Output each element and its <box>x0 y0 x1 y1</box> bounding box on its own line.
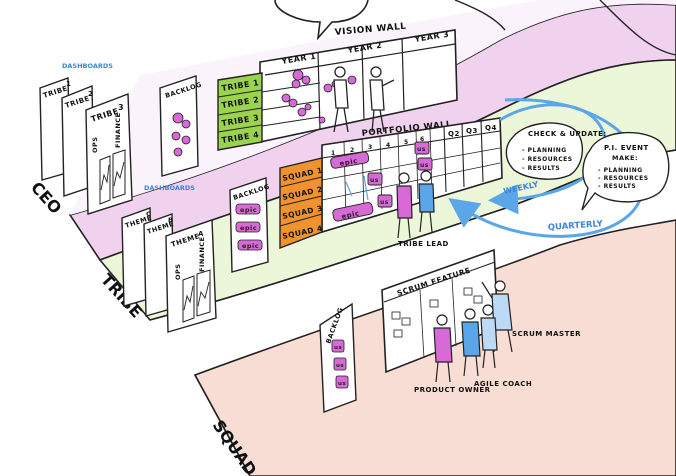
scrum-feature-board: SCRUM FEATURE <box>381 248 499 374</box>
agile-coach-label: AGILE COACH <box>474 380 532 388</box>
ceo-board-number-1: 1 <box>66 80 71 88</box>
svg-text:us: us <box>380 199 389 206</box>
portfolio-card-us-2: us <box>367 172 383 186</box>
svg-text:us: us <box>336 363 344 369</box>
scrum-master-label: SCRUM MASTER <box>512 330 581 338</box>
portfolio-card-epic-2: epic <box>332 201 374 222</box>
portfolio-card-epic-1: epic <box>330 151 370 169</box>
svg-text:epic: epic <box>240 206 257 214</box>
person-product-owner <box>433 314 453 383</box>
squad-backlog-card-3: us <box>335 375 349 389</box>
svg-text:us: us <box>338 381 346 387</box>
tribe-lead-label: TRIBE LEAD <box>398 240 449 248</box>
portfolio-card-us-1: us <box>414 141 430 155</box>
squad-backlog-card-1: us <box>331 339 345 353</box>
tribe-board-letter-a: A <box>198 230 204 238</box>
quarterly-cycle: P.I. EVENT MAKE: - PLANNING - RESOURCES … <box>448 98 670 238</box>
portfolio-col-q4: Q4 <box>485 124 497 132</box>
svg-text:us: us <box>334 345 342 351</box>
svg-text:epic: epic <box>339 157 358 168</box>
vision-sticky-notes <box>281 69 357 124</box>
person-ceo-pair <box>333 66 395 133</box>
portfolio-col-q2: Q2 <box>448 130 460 138</box>
portfolio-col-4: 4 <box>386 142 391 149</box>
tribe-backlog-card-3: epic <box>237 239 263 251</box>
weekly-item-planning: - PLANNING <box>522 147 567 154</box>
svg-text:us: us <box>420 162 429 169</box>
portfolio-squad-rows: SQUAD 1 SQUAD 2 SQUAD 3 SQUAD 4 <box>279 157 324 250</box>
tribe-backlog-card-2: epic <box>235 221 261 233</box>
product-owner-label: PRODUCT OWNER <box>414 386 491 394</box>
portfolio-col-5: 5 <box>404 139 409 146</box>
person-tribe-lead <box>396 170 435 239</box>
portfolio-col-6: 6 <box>420 136 425 143</box>
tribe-board-letter-c: C <box>146 210 151 218</box>
svg-text:epic: epic <box>242 242 259 250</box>
weekly-cycle: CHECK & UPDATE: - PLANNING - RESOURCES -… <box>488 103 607 215</box>
tribe-board-letter-b: B <box>168 216 173 224</box>
svg-text:epic: epic <box>341 209 361 221</box>
portfolio-col-q3: Q3 <box>466 127 478 135</box>
portfolio-cards: epic us us us epic us <box>330 141 433 222</box>
portfolio-col-2: 2 <box>350 147 355 154</box>
pi-item-resources: - RESOURCES <box>598 175 649 182</box>
quarterly-label: QUARTERLY <box>548 219 604 233</box>
tribe-backlog-board: BACKLOG epic epic epic <box>229 177 271 273</box>
portfolio-card-us-4: us <box>377 194 393 208</box>
tribe-chart-label-finance: FINANCE <box>198 237 206 272</box>
weekly-bubble-title: CHECK & UPDATE: <box>528 130 607 138</box>
svg-text:us: us <box>417 146 426 153</box>
pi-event-subtitle: MAKE: <box>612 154 638 162</box>
ceo-board-number-3: 3 <box>118 103 124 112</box>
ceo-dashboard-boards: TRIBE 1 TRIBE 2 TRIBE 3 OPS FINANCE <box>39 77 133 215</box>
pi-item-planning: - PLANNING <box>598 167 643 174</box>
vision-tribe-rows: TRIBE 1 TRIBE 2 TRIBE 3 TRIBE 4 <box>217 72 263 151</box>
squad-backlog-board: BACKLOG us us us <box>319 302 357 413</box>
ceo-chart-label-ops: OPS <box>91 137 99 153</box>
svg-text:epic: epic <box>240 224 257 232</box>
svg-text:us: us <box>370 177 379 184</box>
pi-item-results: - RESULTS <box>598 183 636 190</box>
weekly-item-resources: - RESOURCES <box>522 156 573 163</box>
tribe-dashboard-boards: THEME C THEME B THEME A OPS FINANCE <box>121 207 217 333</box>
ceo-dashboards-label: DASHBOARDS <box>62 62 113 70</box>
person-agile-coach <box>461 308 481 377</box>
portfolio-col-3: 3 <box>368 144 373 151</box>
speech-bubble-top <box>274 0 369 41</box>
weekly-item-results: - RESULTS <box>522 165 560 172</box>
tribe-chart-label-ops: OPS <box>174 264 182 280</box>
ceo-board-number-2: 2 <box>88 90 93 98</box>
tribe-dashboards-label: DASHBOARDS <box>144 184 195 192</box>
pi-event-title: P.I. EVENT <box>604 144 649 152</box>
ceo-chart-label-finance: FINANCE <box>114 113 122 148</box>
portfolio-card-us-3: us <box>417 157 433 171</box>
squad-backlog-card-2: us <box>333 357 347 371</box>
portfolio-col-1: 1 <box>331 150 336 157</box>
ceo-backlog-board: BACKLOG <box>159 75 203 177</box>
level-label-ceo: CEO <box>27 178 65 218</box>
person-team-member <box>480 304 498 369</box>
tribe-backlog-card-1: epic <box>235 203 261 215</box>
